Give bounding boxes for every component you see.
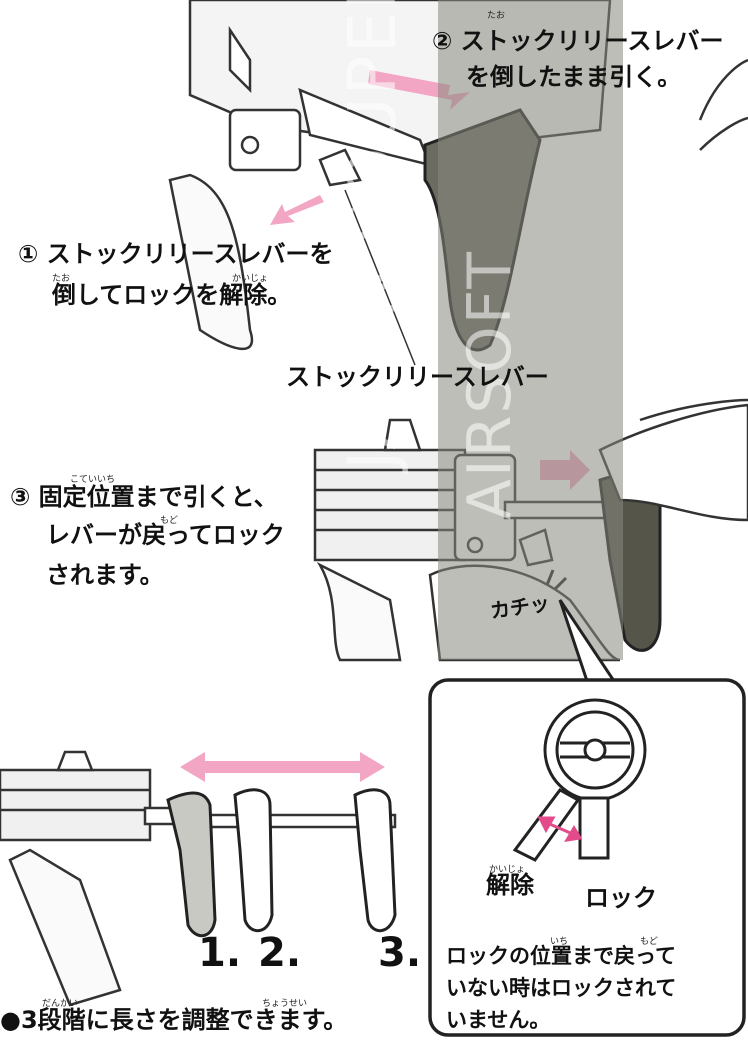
step3-line1: ③ 固定位置まで引くと、 (10, 483, 278, 511)
footer-ruby-dankai: だんかい (42, 999, 79, 1009)
footer-ruby-chousei: ちょうせい (262, 999, 308, 1009)
bottom-gun-drawing (0, 750, 397, 1007)
callout-note-line1: ロックの位置まで戻って (446, 944, 676, 968)
callout-lock-drawing (512, 698, 647, 862)
position-number-1: 1. (198, 930, 242, 976)
watermark-line1: JAPAN SOUPER (334, 0, 411, 470)
step2-line1: ② ストックリリースレバー (432, 27, 724, 55)
step1-ruby-kaijo: かいじょ (232, 274, 269, 284)
lever-leader-line (344, 189, 416, 366)
step1-line2: 倒してロックを解除。 (52, 281, 292, 309)
callout-note-line2: いない時はロックされて (446, 976, 677, 1000)
step3-line3: されます。 (46, 561, 164, 589)
stock-position-1 (166, 791, 217, 938)
callout-note-line3: いません。 (446, 1008, 551, 1032)
middle-hand (598, 403, 748, 522)
pink-arrow-pull (368, 70, 470, 110)
step1-line1: ① ストックリリースレバーを (18, 240, 334, 268)
callout-note-ruby-ichi: いち (550, 937, 569, 947)
pink-arrow-tilt (270, 195, 324, 225)
step2-line2: を倒したまま引く。 (466, 63, 682, 91)
step3-ruby-koteiichi: こていいち (70, 475, 116, 485)
lever-label: ストックリリースレバー (286, 363, 549, 391)
callout-release-label: 解除 (486, 871, 534, 899)
callout-note-ruby-modo: もど (640, 937, 658, 947)
step3-ruby-modo: もど (160, 516, 178, 526)
step3-line2: レバーが戻ってロック (46, 521, 285, 549)
stock-position-2 (233, 788, 274, 933)
position-number-3: 3. (378, 930, 422, 976)
position-number-2: 2. (258, 930, 302, 976)
callout-double-arrow (537, 816, 583, 842)
footer-text: ●3段階に長さを調整できます。 (0, 1006, 348, 1034)
stock-position-3 (353, 788, 397, 933)
watermark-overlay (438, 0, 623, 660)
step1-ruby-taoshi: たお (52, 274, 71, 284)
step2-ruby-taoshi: たお (487, 11, 506, 21)
pink-double-arrow-bottom (180, 752, 385, 782)
callout-lock-label: ロック (585, 884, 657, 912)
callout-release-ruby: かいじょ (489, 865, 526, 875)
